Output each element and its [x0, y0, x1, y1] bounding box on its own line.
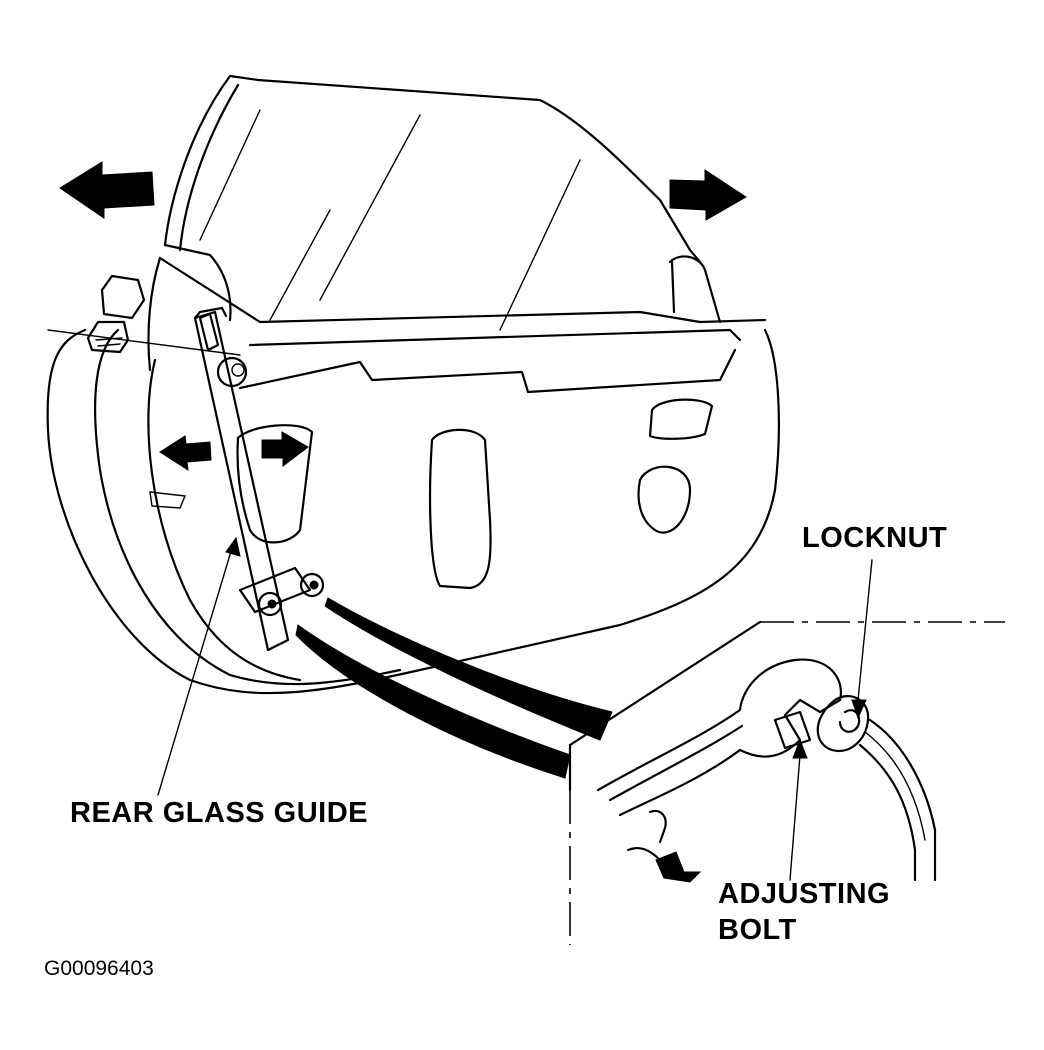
figure-code: G00096403 — [44, 957, 154, 980]
wrench-detail — [596, 658, 937, 882]
detail-inset — [568, 620, 1005, 945]
adjusting-bolt-label-line2: BOLT — [718, 914, 797, 946]
panel-openings — [149, 398, 714, 590]
guide-adjust-bracket — [238, 566, 325, 617]
arrow-right-small-icon — [261, 431, 309, 468]
leader-lines — [157, 536, 873, 881]
mirror-bracket — [86, 274, 146, 354]
zoom-callout — [295, 597, 613, 779]
arrow-left-small-icon — [159, 435, 212, 471]
arrow-right-large-icon — [669, 169, 747, 221]
adjusting-bolt-label-line1: ADJUSTING — [718, 878, 891, 910]
locknut-label: LOCKNUT — [802, 522, 948, 554]
arrow-left-large-icon — [59, 161, 155, 219]
rear-glass-guide-rail — [193, 306, 290, 652]
door-belt-line — [158, 255, 767, 394]
window-glass — [163, 74, 702, 331]
rear-glass-guide-label: REAR GLASS GUIDE — [70, 797, 369, 829]
door-shell — [46, 243, 780, 695]
rotation-arrow-icon — [626, 809, 702, 883]
